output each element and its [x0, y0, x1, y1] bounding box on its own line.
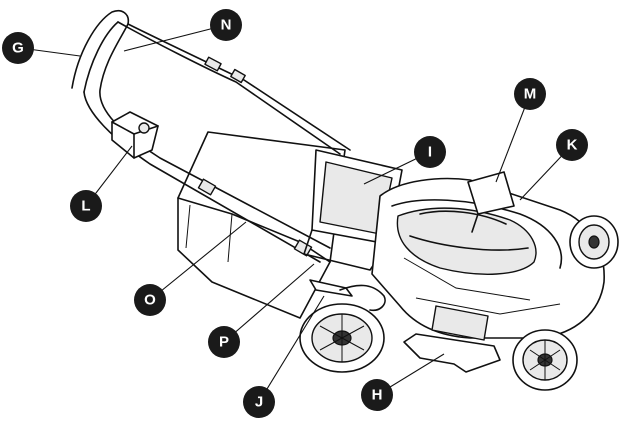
callout-N: N	[210, 9, 242, 41]
height-adjust-lever	[309, 279, 386, 312]
callout-I: I	[414, 136, 446, 168]
callout-O: O	[134, 284, 166, 316]
grass-bag	[177, 131, 346, 319]
rear-left-wheel	[299, 303, 385, 373]
callout-P-label: P	[219, 334, 229, 351]
callout-K: K	[556, 129, 588, 161]
handle	[71, 9, 351, 263]
callout-H: H	[361, 379, 393, 411]
control-box	[111, 111, 159, 159]
callout-K-label: K	[567, 137, 578, 154]
callout-G-label: G	[12, 40, 24, 57]
callout-M-label: M	[524, 86, 537, 103]
front-bumper	[403, 305, 501, 373]
callout-H-label: H	[372, 387, 383, 404]
battery-cover	[467, 171, 515, 233]
callout-M: M	[514, 78, 546, 110]
callout-L: L	[70, 190, 102, 222]
callout-O-label: O	[144, 292, 156, 309]
callout-I-label: I	[428, 144, 432, 161]
callout-G: G	[2, 32, 34, 64]
callout-L-label: L	[81, 198, 90, 215]
callout-N-label: N	[221, 17, 232, 34]
callout-J: J	[243, 386, 275, 418]
leader-lines	[27, 24, 573, 403]
front-right-wheel	[569, 215, 619, 269]
callout-J-label: J	[255, 394, 263, 411]
callout-P: P	[208, 326, 240, 358]
front-left-wheel	[512, 329, 578, 391]
